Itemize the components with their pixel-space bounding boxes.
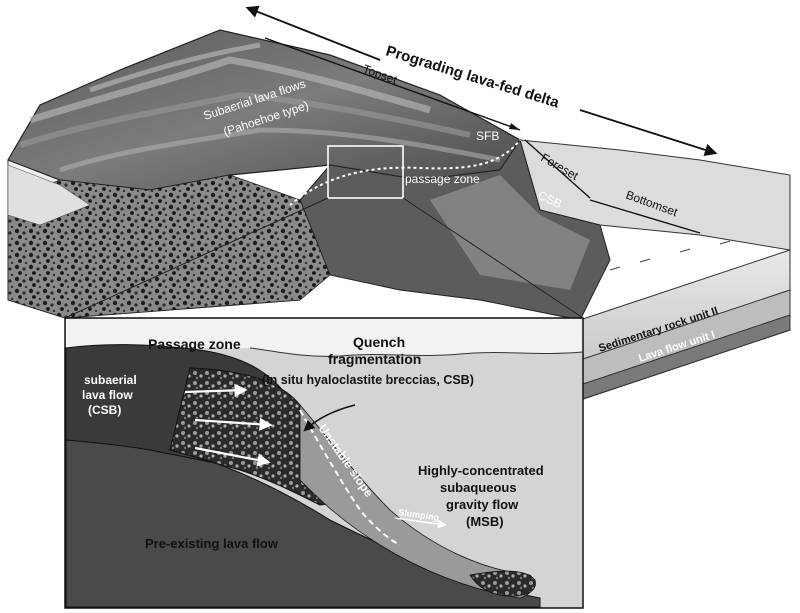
gravity-flow-label-3: gravity flow — [446, 497, 519, 512]
front-rubble — [7, 174, 331, 319]
inset-subaerial-label-3: (CSB) — [88, 403, 121, 417]
inset-panel: Passage zone Quench fragmentation (In si… — [64, 317, 584, 609]
passage-zone-label: passage zone — [405, 172, 480, 186]
flow-band — [19, 91, 471, 148]
topset-arrow-head — [509, 123, 520, 130]
flow-band — [59, 127, 501, 173]
topset-arrow — [264, 37, 521, 131]
flow-arrow — [184, 383, 248, 397]
flow-band — [28, 56, 431, 124]
leader-line-right — [402, 197, 584, 319]
quench-label-2: fragmentation — [328, 351, 421, 367]
flow-band — [89, 42, 261, 93]
quench-label-3: (In situ hyaloclastite breccias, CSB) — [262, 373, 474, 387]
slump-toe — [469, 570, 536, 597]
unstable-slope-line — [299, 409, 401, 546]
pre-existing-label: Pre-existing lava flow — [145, 536, 279, 551]
foreset-slope-light — [430, 175, 590, 290]
bottomset-arrow — [589, 199, 701, 234]
foreset-arrow — [524, 139, 591, 199]
inset-subaerial-label-1: subaerial — [84, 373, 137, 387]
inset-passage-zone-label: Passage zone — [148, 336, 241, 352]
slumping-arrow — [394, 517, 447, 529]
gravity-flow-label-2: subaqueous — [440, 480, 517, 495]
inset-locator-box — [327, 145, 404, 199]
foreset-dashes — [609, 240, 731, 271]
sfb-label: SFB — [476, 129, 499, 143]
inset-subaerial-label-2: lava flow — [82, 388, 133, 402]
flow-arrow — [194, 417, 273, 431]
quench-label-1: Quench — [353, 334, 405, 350]
lava-top-surface — [7, 29, 521, 191]
flow-arrow — [194, 446, 271, 467]
passage-zone-line — [289, 139, 521, 206]
leader-line-left — [64, 197, 329, 319]
msb-label: MSB — [609, 231, 638, 251]
inset-water-surface — [249, 347, 583, 357]
front-lens — [7, 164, 91, 226]
prograding-arrow — [245, 5, 381, 61]
prograding-arrow — [579, 109, 718, 156]
inset-sky — [66, 319, 582, 357]
gravity-flow-label-1: Highly-concentrated — [418, 463, 544, 478]
gravity-flow-label-4: (MSB) — [466, 514, 504, 529]
quench-pointer — [303, 404, 356, 432]
